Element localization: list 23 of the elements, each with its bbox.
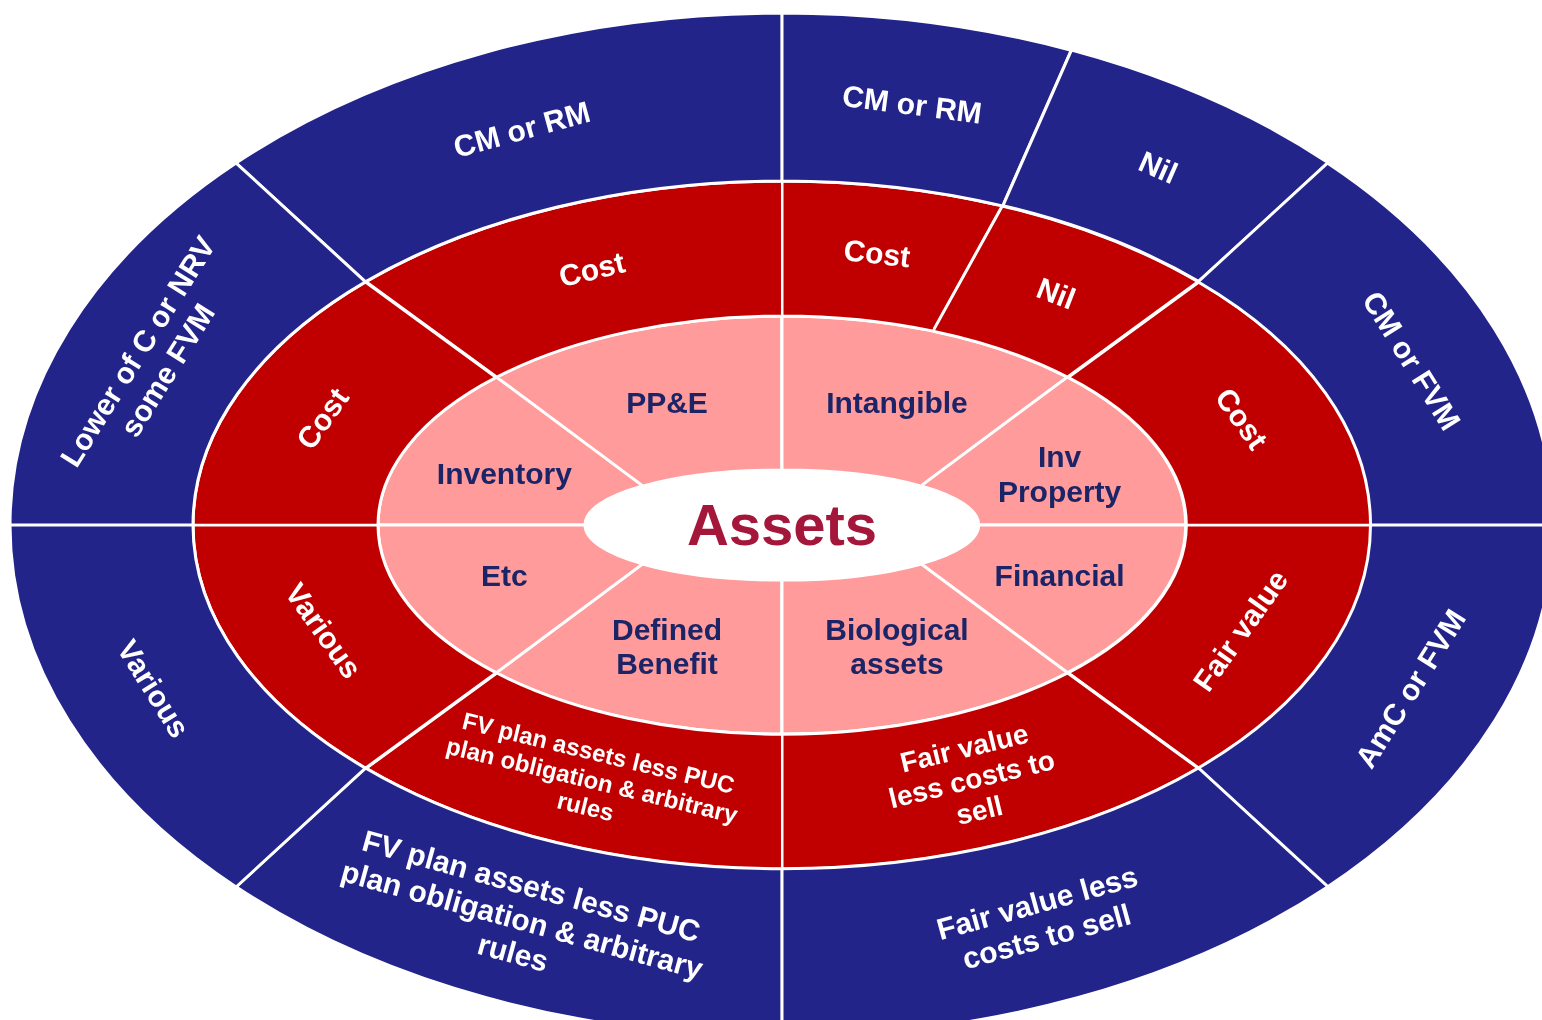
ring-segment — [10, 162, 366, 525]
segment-label: Intangible — [825, 385, 969, 421]
segment-label: Inventory — [435, 457, 573, 492]
segment-label: Financial — [993, 558, 1126, 593]
ring-segment — [1198, 162, 1542, 525]
segment-label: Fair value less costs to sell — [884, 717, 1059, 834]
segment-label: CM or RM — [839, 77, 985, 132]
segment-label: Defined Benefit — [611, 612, 723, 682]
segment-label: Cost — [554, 243, 630, 295]
segment-label: Nil — [1132, 143, 1184, 193]
segment-label: Biological assets — [824, 612, 970, 682]
segment-label: Etc — [480, 558, 529, 593]
segment-label: PP&E — [625, 385, 709, 421]
ring-segment — [933, 206, 1199, 378]
ring-segment — [782, 13, 1072, 207]
segment-label: Fair value less costs to sell — [932, 858, 1143, 978]
segment-label: FV plan assets less PUC plan obligation & arbitrary rules — [442, 706, 742, 831]
segment-label: Cost — [840, 231, 913, 275]
segment-label: Nil — [1031, 270, 1082, 318]
center-title: Assets — [685, 491, 879, 559]
segment-label: Inv Property — [996, 439, 1123, 509]
segment-label: CM or RM — [448, 93, 595, 166]
ring-segment — [782, 181, 1003, 332]
